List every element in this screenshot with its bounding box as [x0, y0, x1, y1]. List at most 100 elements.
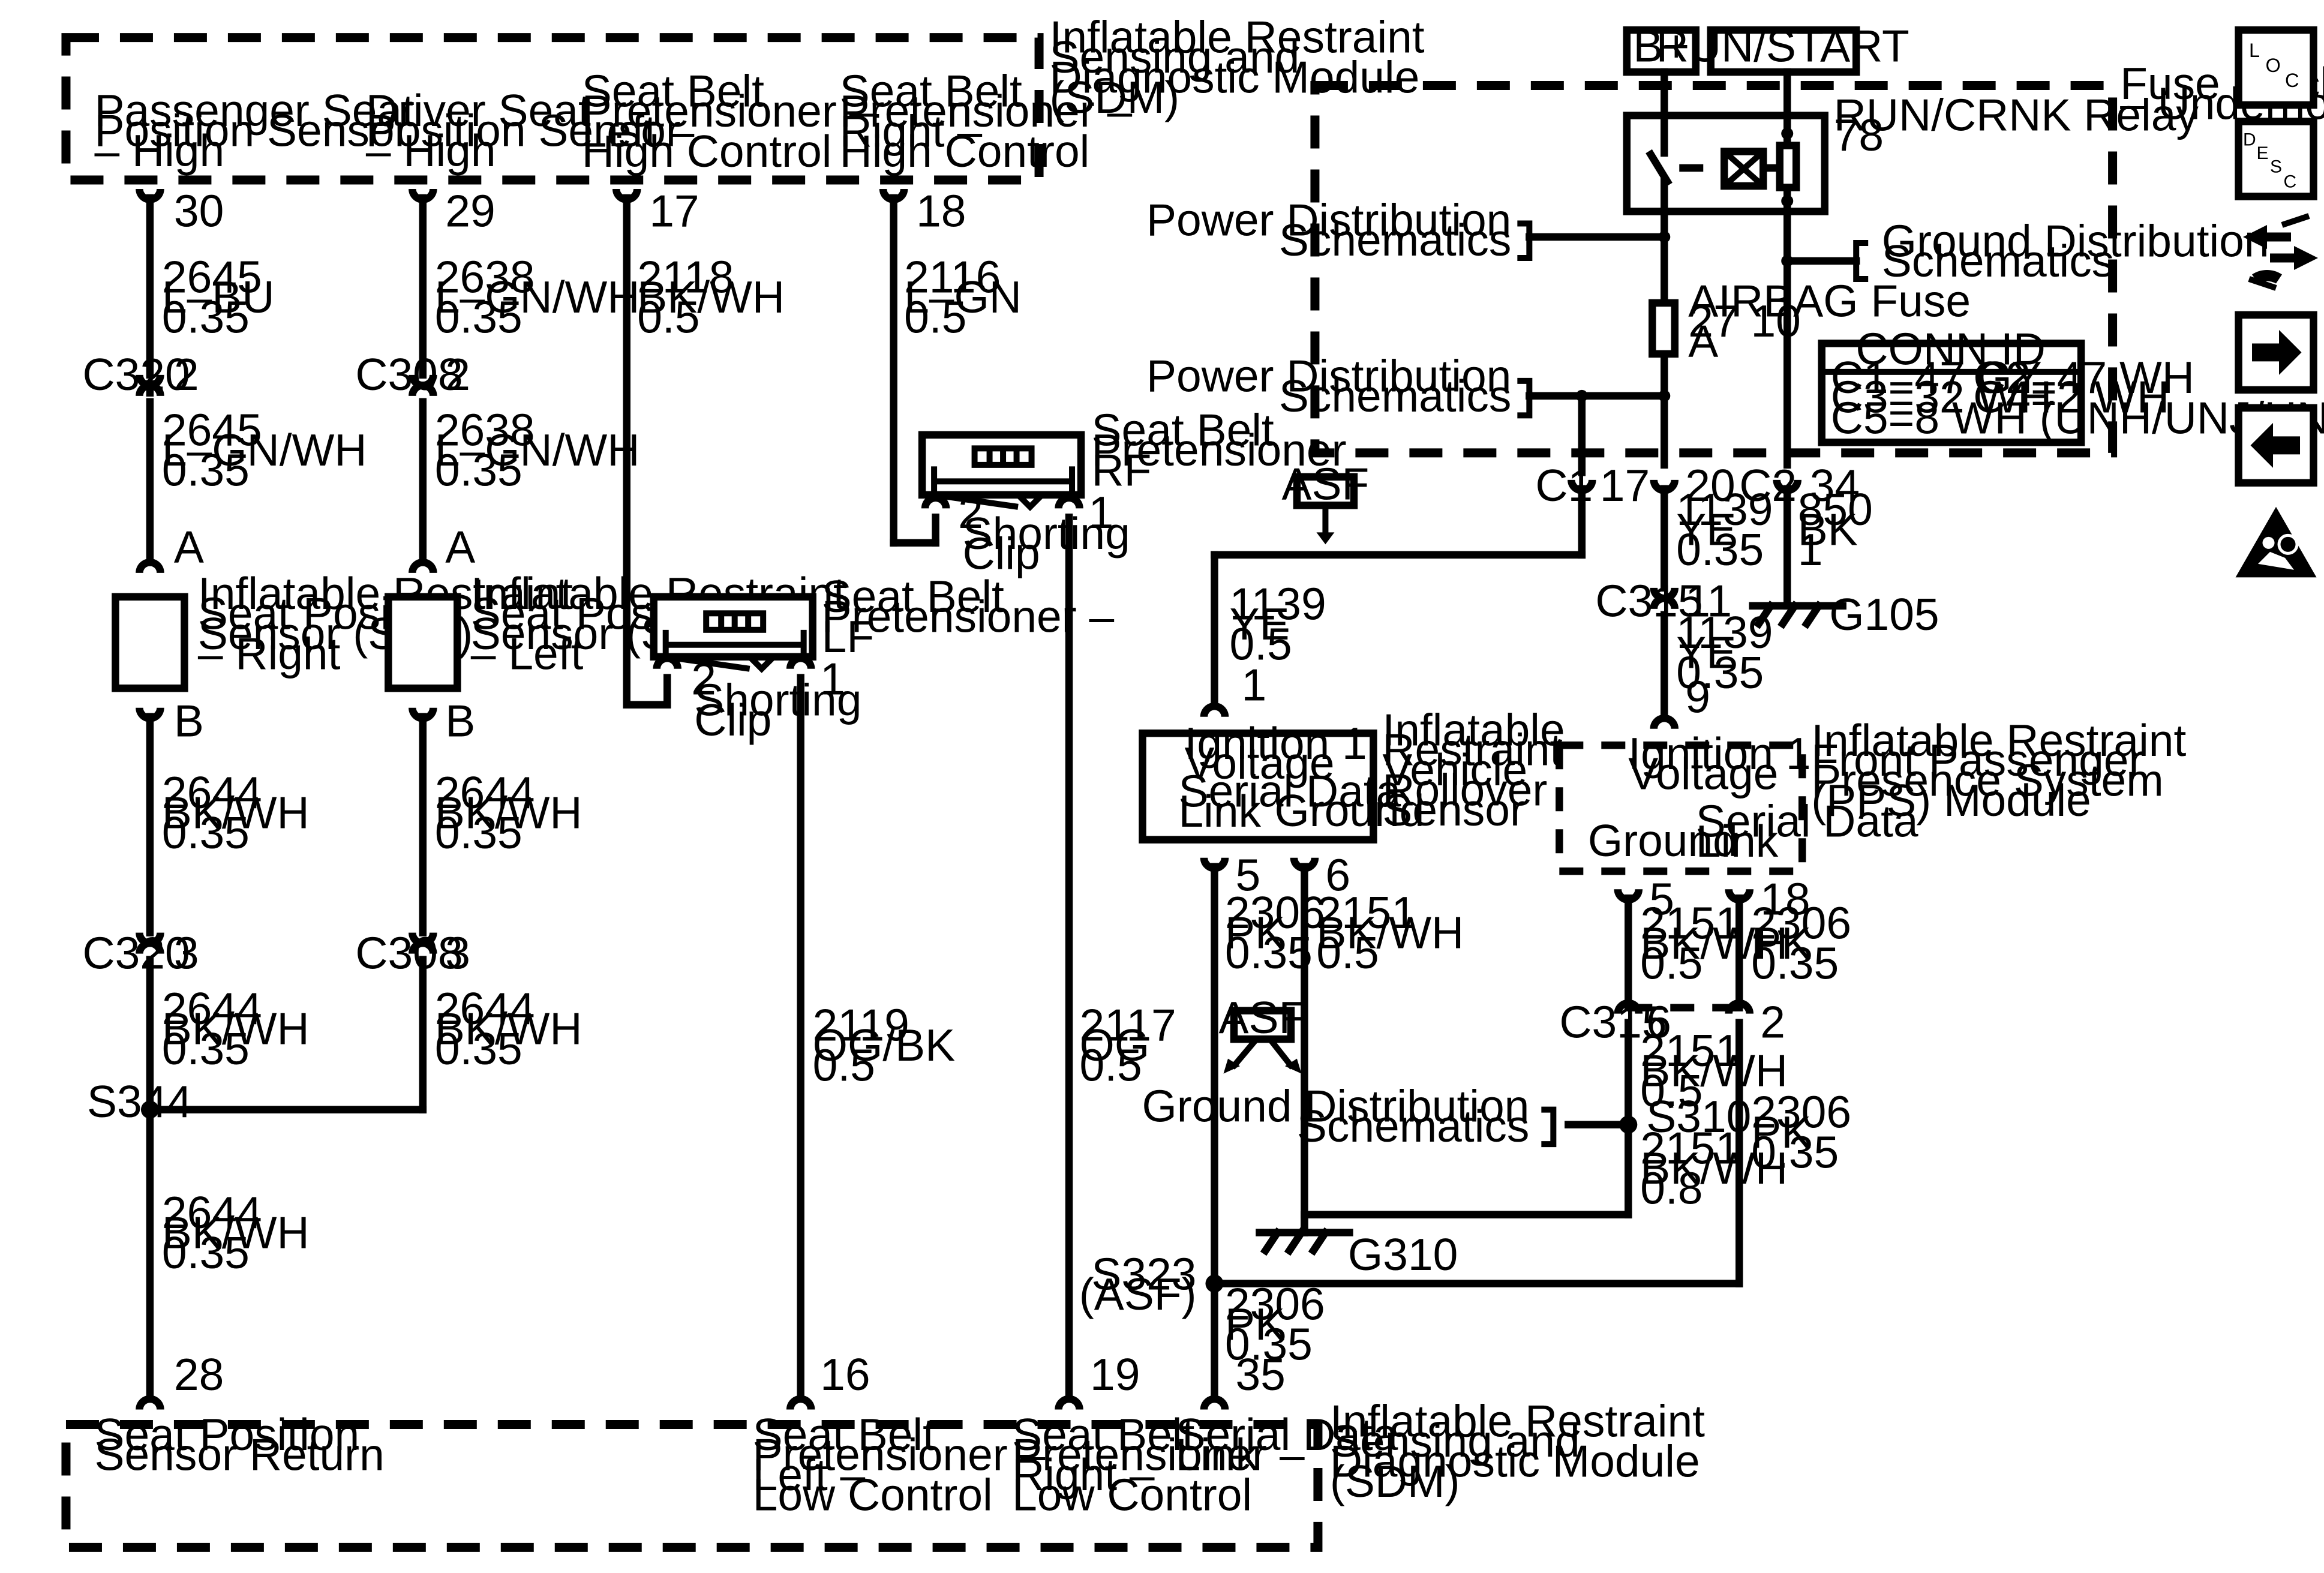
fuse-block-output-pins: [1200, 479, 1843, 730]
sdm-pin-30: 30: [174, 185, 224, 236]
svg-text:E: E: [2257, 143, 2269, 163]
rollover-pin-6: 6: [1325, 850, 1350, 900]
pps-ign-label: Ignition 1Voltage: [1628, 728, 1810, 798]
relay-label: RUN/CRNK Relay78: [1834, 90, 2199, 160]
wire-label-1139-b: 1139YE0.35: [1676, 484, 1773, 575]
c2-pin-34: 34: [1810, 460, 1860, 511]
lf-shorting-clip: ShortingClip: [694, 674, 861, 745]
ground-dist-bracket: [1853, 239, 1869, 282]
wire-label-2644-2: 2644BK/WH0.35: [162, 983, 310, 1074]
connector-c315-top: C315: [1595, 575, 1703, 626]
c320-pin-2: 2: [174, 349, 199, 400]
wire-label-2151-b: 2151BK/WH0.5: [1640, 898, 1788, 989]
forward-arrow-icon[interactable]: [2235, 311, 2317, 394]
ground-distribution-2: Ground DistributionSchematics: [1142, 1081, 1529, 1151]
sdm-top-pin-label-left-high: Seat BeltPretensioner –Left –High Contro…: [582, 66, 875, 176]
lf-pin-2: 2: [691, 653, 716, 704]
rollover-outputs: [1200, 857, 1743, 1410]
pps-pin-18: 18: [1760, 874, 1810, 924]
wire-label-2117: 2117OG0.5: [1080, 1000, 1176, 1091]
c1-pin-20: 20: [1685, 460, 1735, 511]
connector-tool-icon[interactable]: [2243, 213, 2319, 291]
rollover-sdl-label: Serial DataLink: [1178, 766, 1401, 836]
c315-pin-2: 2: [1760, 997, 1785, 1047]
fuse-block-box: [1310, 81, 2118, 458]
svg-text:C: C: [2285, 70, 2299, 91]
sdm-top-pin-label-passenger: Passenger SeatPosition Sensor– High: [94, 85, 415, 176]
splice-s310: S310: [1646, 1091, 1751, 1142]
pps-pin-5: 5: [1649, 874, 1674, 924]
wire-label-2116: 2116L–GN0.5: [904, 251, 1022, 342]
connector-c320-bottom: C320: [82, 928, 190, 978]
loc-icon[interactable]: L O C: [2235, 26, 2317, 109]
rollover-sensor-box: [1139, 730, 1377, 843]
connector-c2: C2: [1739, 460, 1797, 511]
sdm-top-pin-label-driver: Driver SeatPosition Sensor– High: [366, 85, 681, 176]
wire-label-1139-a: 1139YE0.5: [1229, 578, 1326, 669]
wire-label-2644-1: 2644BK/WH0.35: [162, 767, 310, 858]
conn-id-c2: C2=47 WH: [1973, 352, 2194, 403]
ground-g105: G105: [1829, 589, 1939, 640]
sdm-pin-29: 29: [445, 185, 495, 236]
pps-sdl-label: Serial DataLink: [1696, 796, 1918, 866]
sdm-top-module-label: Inflatable RestraintSensing andDiagnosti…: [1050, 12, 1425, 122]
wire-label-2638-a: 2638L–GN/WH0.35: [435, 251, 640, 342]
c315-pin-6: 6: [1646, 997, 1671, 1047]
sdm-bottom-pin-label-serial: Serial DataLink: [1175, 1409, 1398, 1479]
b-plus-label: B+: [1633, 21, 1689, 71]
airbag-warning-icon[interactable]: [2235, 506, 2317, 578]
wire-label-2306-c: 2306PK0.35: [1751, 1087, 1851, 1178]
pretensioner-rf-label: Seat BeltPretensioner –RF: [1092, 404, 1385, 495]
ground-distribution-1: Ground DistributionSchematics: [1882, 215, 2269, 286]
rf-shorting-clip: ShortingClip: [963, 508, 1130, 578]
rollover-pin-5: 5: [1235, 850, 1260, 900]
asf-arrow-1: [1316, 505, 1335, 545]
wire-label-2306-b: 2306PK0.35: [1751, 898, 1851, 989]
pps-title: Inflatable RestraintFront PassengerPrese…: [1811, 715, 2186, 825]
pps-outputs: [1541, 888, 1753, 1287]
desc-icon[interactable]: D E S C: [2235, 118, 2317, 200]
sdm-top-pin-label-right-high: Seat BeltPretensioner –Right –High Contr…: [840, 66, 1133, 176]
power-dist-bracket-2: [1517, 377, 1533, 419]
rollover-gnd-label: Ground: [1274, 785, 1424, 836]
conn-id-c1: C1=47 GY: [1831, 352, 2042, 403]
sdm-pin-35: 35: [1235, 1349, 1285, 1400]
wire-label-2306-d: 2306PK0.35: [1225, 1279, 1325, 1370]
back-arrow-icon[interactable]: [2235, 404, 2317, 487]
pps-gnd-label: Ground: [1588, 815, 1738, 866]
connector-c320-top: C320: [82, 349, 190, 400]
sdm-pin-18: 18: [916, 185, 966, 236]
sdm-bottom-box: [61, 1419, 1323, 1552]
svg-text:S: S: [2270, 157, 2282, 177]
power-distribution-2: Power DistributionSchematics: [1146, 350, 1511, 421]
wire-label-2645-gnwh: 2645L–GN/WH0.35: [162, 404, 367, 495]
wire-label-2644-3: 2644BK/WH0.35: [435, 767, 582, 858]
sdm-bottom-pin-label-left-low: Seat BeltPretensioner –Left –Low Control: [753, 1409, 1046, 1520]
conn-id-table: [1818, 340, 2085, 446]
sdm-bottom-pin-label-right-low: Seat BeltPretensioner –Right –Low Contro…: [1012, 1409, 1305, 1520]
c315-pin-11: 11: [1685, 575, 1732, 626]
sps-left-pin-b: B: [445, 695, 475, 746]
rf-pin-1: 1: [1089, 487, 1114, 538]
wire-label-2306-a: 2306PK0.35: [1225, 887, 1325, 978]
wire-label-2645-blu: 2645L–BU0.35: [162, 251, 275, 342]
asf-arrow-2: [1223, 1037, 1302, 1074]
svg-text:L: L: [2249, 40, 2260, 61]
asf-label-2: ASF: [1219, 992, 1307, 1043]
ground-g310: G310: [1348, 1229, 1458, 1280]
sdm-bottom-pin-label-return: Seat PositionSensor Return: [94, 1409, 384, 1479]
pretensioner-rf: [879, 188, 1085, 1410]
connector-c1: C1: [1535, 460, 1593, 511]
svg-text:C: C: [2284, 172, 2297, 192]
rollover-ign-label: Ignition 1Voltage: [1184, 718, 1367, 788]
svg-text:D: D: [2243, 130, 2256, 150]
wire-label-2644-4: 2644BK/WH0.35: [435, 983, 582, 1074]
sdm-pin-17: 17: [649, 185, 699, 236]
sdm-pin-19: 19: [1090, 1349, 1140, 1400]
airbag-fuse-label: AIRBAG Fuse27 10A: [1688, 275, 1971, 366]
conn-id-c3: C3=32 WH: [1831, 371, 2052, 422]
connector-c315-bottom: C315: [1559, 997, 1667, 1047]
lf-pin-1: 1: [820, 653, 845, 704]
conn-id-title: CONN ID: [1855, 323, 2046, 374]
